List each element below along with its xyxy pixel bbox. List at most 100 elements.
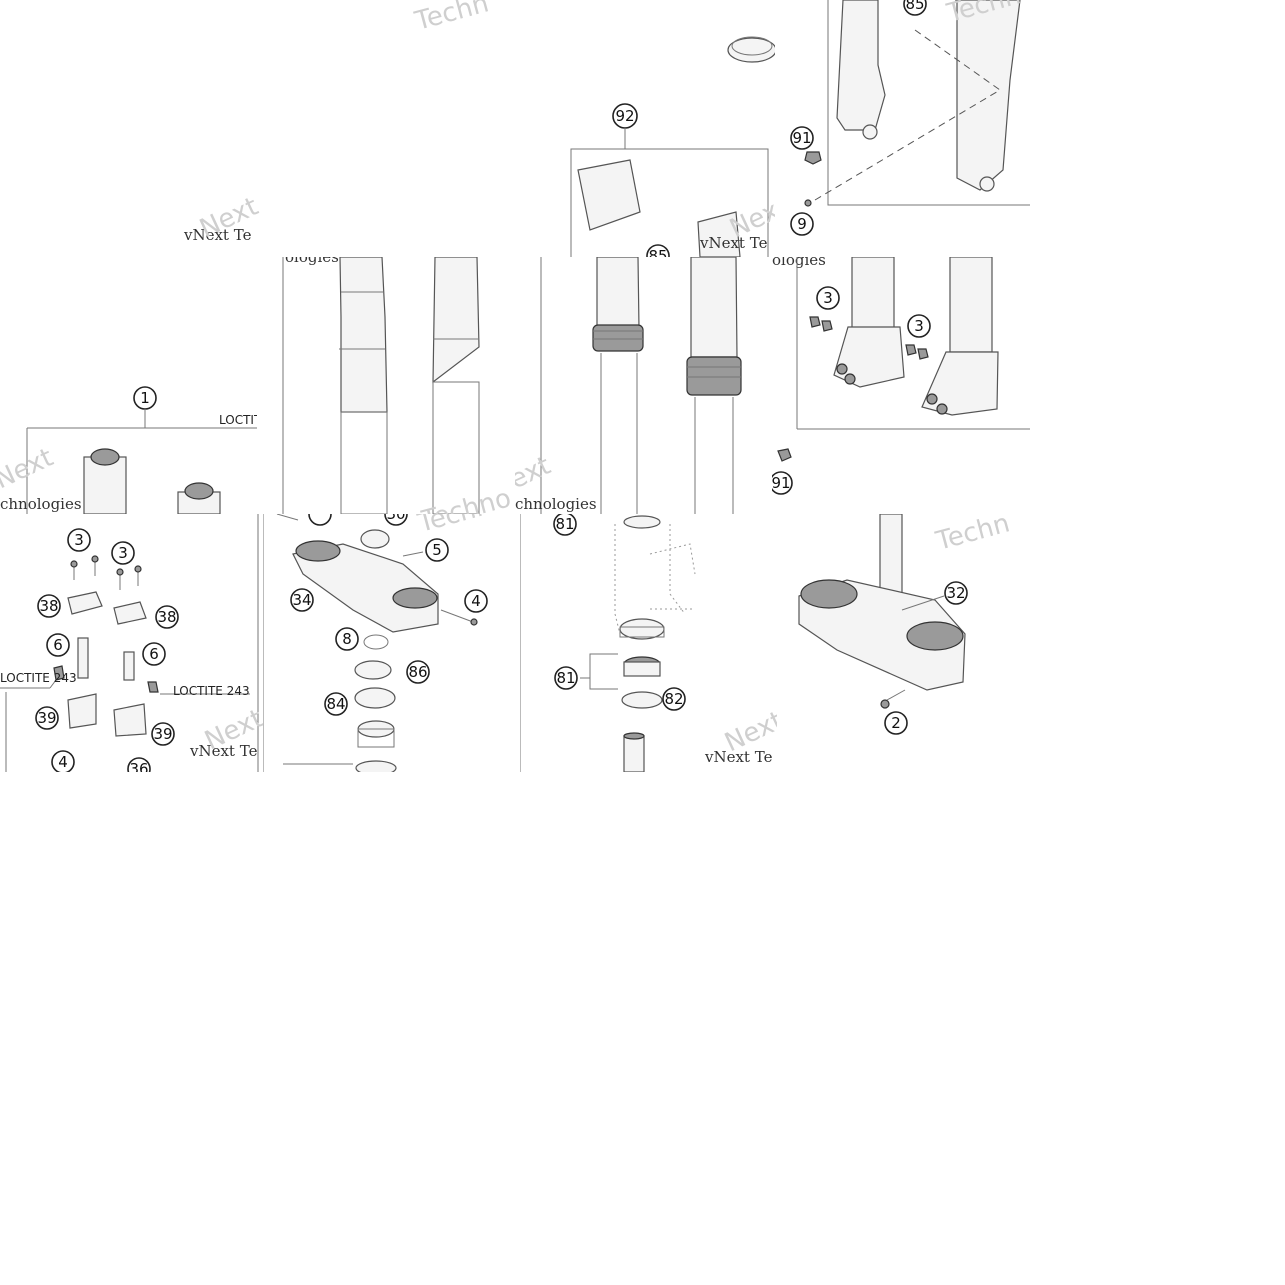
tile-bottom-center-right: 81 81 82 vNext Te Next	[520, 514, 777, 772]
svg-text:vNext Te: vNext Te	[699, 234, 768, 252]
tube-right-lower	[949, 257, 993, 353]
callout-34: 34	[290, 588, 314, 612]
svg-text:ext: ext	[515, 451, 555, 496]
svg-text:39: 39	[153, 725, 172, 743]
fork-guard-right	[697, 211, 741, 257]
tile-top-right: 85 Techn 91 9	[775, 0, 1030, 257]
inner-tube-left	[339, 257, 388, 413]
clamp-top-right	[113, 601, 147, 625]
tile-mid-center-right: ext chnologies	[515, 257, 772, 514]
callout-5: 5	[425, 538, 449, 562]
svg-text:1: 1	[140, 389, 150, 407]
screw-91-mid	[777, 448, 792, 462]
clamp-bottom-right	[113, 703, 147, 737]
svg-text:Next: Next	[0, 443, 58, 496]
upper-triple-clamp	[798, 579, 966, 691]
callout-30: 30	[384, 514, 408, 526]
svg-text:Techn: Techn	[932, 514, 1013, 557]
tile-mid-center-left: ologies Techno	[257, 257, 515, 514]
callout-39-b: 39	[151, 722, 175, 746]
svg-text:39: 39	[37, 709, 56, 727]
loctite-label-cut: LOCTIT	[219, 413, 257, 427]
watermark-techn: Techn	[411, 0, 492, 37]
callout-9: 9	[790, 212, 814, 236]
callout-36: 36	[127, 757, 151, 772]
callout-3-c: 3	[67, 528, 91, 552]
callout-38-b: 38	[155, 605, 179, 629]
fork-leg-left	[836, 0, 886, 131]
svg-text:6: 6	[149, 645, 159, 663]
svg-text:91: 91	[772, 474, 791, 492]
svg-text:91: 91	[792, 129, 811, 147]
callout-85-top: 85	[903, 0, 927, 16]
callout-38-a: 38	[37, 594, 61, 618]
tube-left-lower	[851, 257, 895, 338]
svg-text:Techno: Techno	[414, 514, 510, 539]
svg-text:4: 4	[471, 592, 481, 610]
clamp-top-left	[67, 591, 103, 615]
svg-text:86: 86	[408, 663, 427, 681]
svg-text:3: 3	[74, 531, 84, 549]
svg-text:82: 82	[664, 690, 683, 708]
svg-text:38: 38	[39, 597, 58, 615]
o-ring-8	[363, 634, 389, 650]
callout-6-a: 6	[46, 633, 70, 657]
inner-tube-right	[432, 257, 480, 384]
tile-bottom-center-left: 30 5 34 4 8 86	[263, 514, 520, 772]
callout-85: 85	[646, 244, 670, 257]
steering-nut	[360, 529, 390, 549]
svg-text:vNext Te: vNext Te	[189, 742, 258, 760]
svg-text:3: 3	[914, 317, 924, 335]
svg-text:2: 2	[891, 714, 901, 732]
callout-3-d: 3	[111, 541, 135, 565]
svg-text:85: 85	[648, 247, 667, 257]
screw-91	[804, 151, 822, 165]
svg-text:5: 5	[432, 541, 442, 559]
callout-84: 84	[324, 692, 348, 716]
svg-text:ologies: ologies	[285, 257, 339, 266]
svg-text:36: 36	[129, 760, 148, 772]
outer-tube-left	[596, 257, 640, 330]
svg-text:85: 85	[905, 0, 924, 13]
callout-32: 32	[944, 581, 968, 605]
tile-bottom-left: 3 3 38 38 6 6	[0, 514, 263, 772]
svg-text:9: 9	[797, 215, 807, 233]
axle-clamp-left	[833, 326, 905, 388]
callout-81-b: 81	[554, 666, 578, 690]
fork-guard-left	[577, 159, 641, 231]
callout-4-b: 4	[464, 589, 488, 613]
bolt-6-right	[123, 651, 135, 681]
axle-clamp-right	[921, 351, 999, 416]
svg-text:6: 6	[53, 636, 63, 654]
outer-tube-right	[690, 257, 738, 358]
callout-3-b: 3	[907, 314, 931, 338]
svg-text:30: 30	[386, 514, 405, 523]
svg-text:vNext Te: vNext Te	[704, 748, 773, 766]
callout-86: 86	[406, 660, 430, 684]
fork-leg-right	[955, 0, 1021, 191]
callout-92: 92	[612, 103, 638, 129]
steering-stem	[623, 735, 645, 772]
lower-triple-clamp	[292, 543, 439, 633]
svg-text:chnologies: chnologies	[0, 495, 82, 513]
callout-4-a: 4	[51, 750, 75, 772]
bearing-race-81	[619, 618, 665, 640]
tile-mid-left: 1 LOCTIT Next chnologies	[0, 257, 257, 514]
callout-6-b: 6	[142, 642, 166, 666]
callout-81-a: 81	[553, 514, 577, 536]
loctite-label-right: LOCTITE 243	[173, 684, 250, 698]
callout-91-mid: 91	[772, 471, 793, 495]
tile-mid-right: ologies 3 3 91	[772, 257, 1030, 514]
callout-39-a: 39	[35, 706, 59, 730]
svg-text:81: 81	[555, 515, 574, 533]
callout-92-frame	[570, 148, 769, 257]
ring-84	[354, 687, 396, 709]
svg-text:81: 81	[556, 669, 575, 687]
callout-82: 82	[662, 687, 686, 711]
svg-text:84: 84	[326, 695, 345, 713]
watermark-vnext: vNext Te	[183, 226, 252, 244]
tile-bottom-right: 32 2 Techn	[777, 514, 1030, 772]
svg-text:chnologies: chnologies	[515, 495, 597, 513]
ring-part	[727, 37, 775, 63]
